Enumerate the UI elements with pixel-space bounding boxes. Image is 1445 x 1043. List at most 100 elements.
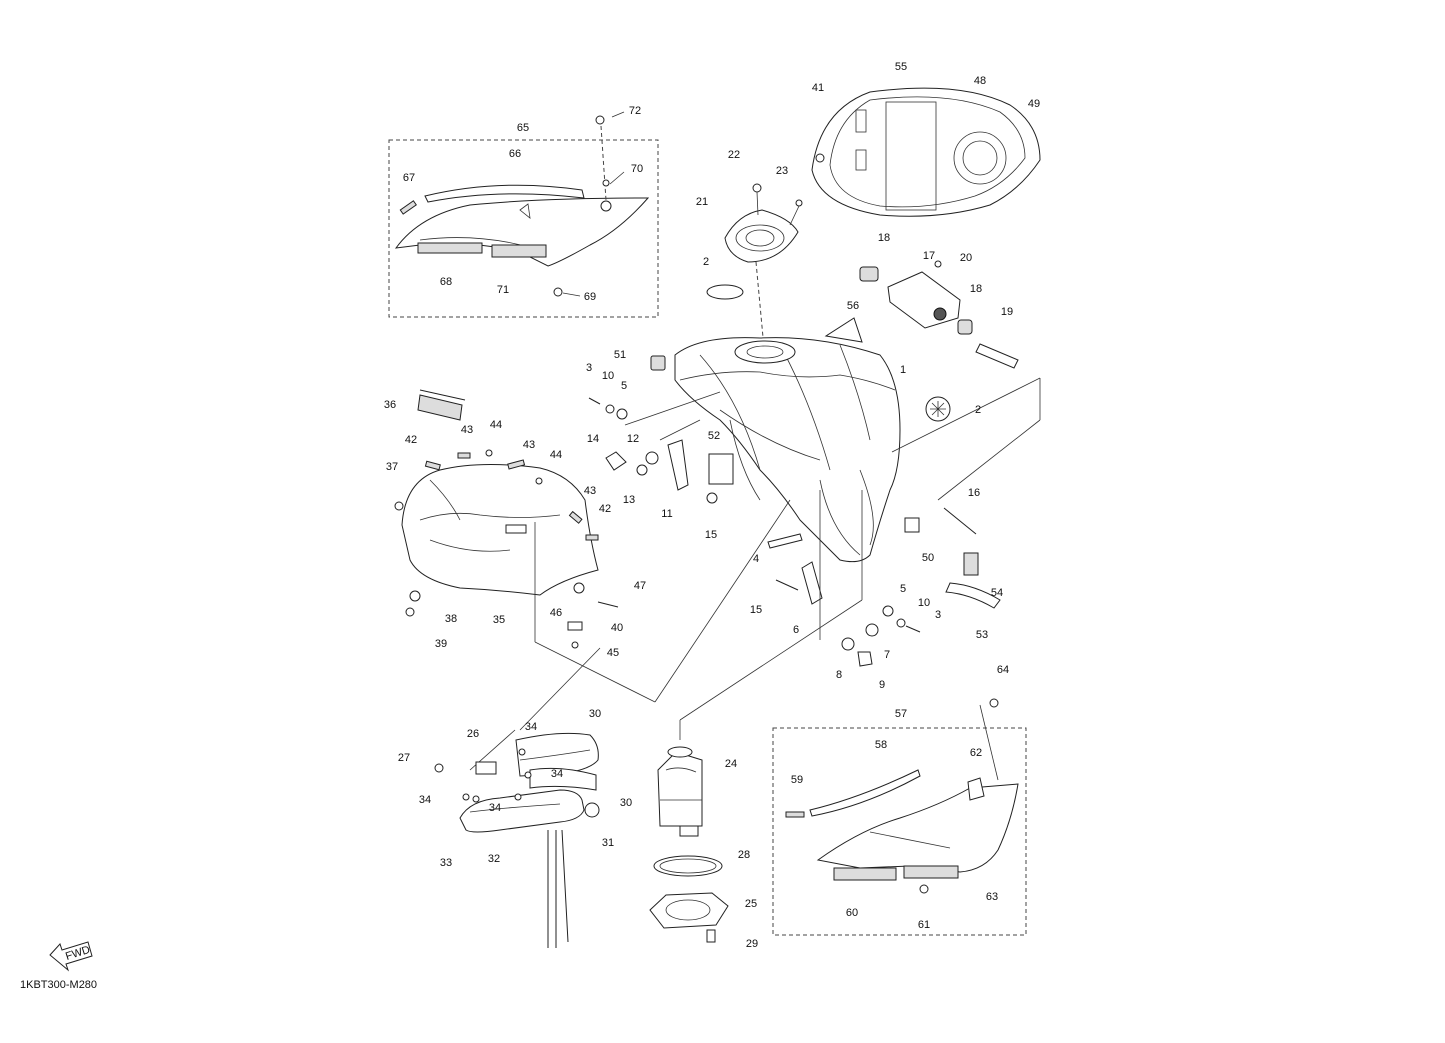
- callout-5: 5: [900, 583, 906, 595]
- callout-7: 7: [884, 649, 890, 661]
- callout-49: 49: [1028, 98, 1040, 110]
- mounting-hardware: [588, 355, 921, 667]
- callout-54: 54: [991, 587, 1003, 599]
- callout-9: 9: [879, 679, 885, 691]
- callout-11: 11: [661, 508, 672, 520]
- callout-39: 39: [435, 638, 447, 650]
- callout-15: 15: [750, 604, 762, 616]
- callout-57: 57: [895, 708, 907, 720]
- callout-32: 32: [488, 853, 500, 865]
- callout-26: 26: [467, 728, 479, 740]
- callout-62: 62: [970, 747, 982, 759]
- callout-30: 30: [589, 708, 601, 720]
- callout-43: 43: [523, 439, 535, 451]
- callout-35: 35: [493, 614, 505, 626]
- callout-13: 13: [623, 494, 635, 506]
- callout-61: 61: [918, 919, 930, 931]
- callout-34: 34: [489, 802, 501, 814]
- callout-20: 20: [960, 252, 972, 264]
- callout-63: 63: [986, 891, 998, 903]
- callout-5: 5: [621, 380, 627, 392]
- callout-64: 64: [997, 664, 1009, 676]
- callout-21: 21: [696, 196, 708, 208]
- callout-41: 41: [812, 82, 824, 94]
- pump-bracket-assembly: [706, 183, 803, 349]
- callout-10: 10: [602, 370, 614, 382]
- callout-44: 44: [550, 449, 562, 461]
- callout-72: 72: [629, 105, 641, 117]
- callout-36: 36: [384, 399, 396, 411]
- callout-65: 65: [517, 122, 529, 134]
- callout-labels: 1223345567891010111213141515161718181920…: [384, 61, 1040, 950]
- callout-45: 45: [607, 647, 619, 659]
- callout-60: 60: [846, 907, 858, 919]
- callout-12: 12: [627, 433, 639, 445]
- fuel-tank-1: [674, 317, 951, 563]
- callout-38: 38: [445, 613, 457, 625]
- callout-1: 1: [900, 364, 906, 376]
- callout-14: 14: [587, 433, 599, 445]
- callout-71: 71: [497, 284, 509, 296]
- callout-29: 29: [746, 938, 758, 950]
- callout-40: 40: [611, 622, 623, 634]
- callout-37: 37: [386, 461, 398, 473]
- callout-18: 18: [878, 232, 890, 244]
- callout-2: 2: [703, 256, 709, 268]
- callout-44: 44: [490, 419, 502, 431]
- callout-4: 4: [753, 553, 759, 565]
- callout-66: 66: [509, 148, 521, 160]
- callout-55: 55: [895, 61, 907, 73]
- callout-42: 42: [405, 434, 417, 446]
- callout-69: 69: [584, 291, 596, 303]
- callout-3: 3: [935, 609, 941, 621]
- callout-34: 34: [419, 794, 431, 806]
- callout-52: 52: [708, 430, 720, 442]
- callout-31: 31: [602, 837, 614, 849]
- callout-51: 51: [614, 349, 626, 361]
- callout-28: 28: [738, 849, 750, 861]
- fuel-pump-24: [649, 746, 729, 943]
- callout-10: 10: [918, 597, 930, 609]
- leader-lines: [469, 490, 999, 781]
- callout-56: 56: [847, 300, 859, 312]
- callout-2: 2: [975, 404, 981, 416]
- fuel-hoses: [434, 732, 600, 948]
- callout-23: 23: [776, 165, 788, 177]
- callout-42: 42: [599, 503, 611, 515]
- callout-6: 6: [793, 624, 799, 636]
- callout-24: 24: [725, 758, 737, 770]
- callout-46: 46: [550, 607, 562, 619]
- callout-27: 27: [398, 752, 410, 764]
- callout-15: 15: [705, 529, 717, 541]
- rear-cover-35: [394, 389, 619, 649]
- callout-8: 8: [836, 669, 842, 681]
- callout-48: 48: [974, 75, 986, 87]
- callout-34: 34: [551, 768, 563, 780]
- callout-58: 58: [875, 739, 887, 751]
- callout-34: 34: [525, 721, 537, 733]
- callout-43: 43: [584, 485, 596, 497]
- callout-70: 70: [631, 163, 643, 175]
- callout-59: 59: [791, 774, 803, 786]
- cover-assembly-57: [772, 698, 1027, 936]
- right-side-parts: [859, 260, 1041, 609]
- cover-assembly-65: [388, 111, 659, 318]
- callout-50: 50: [922, 552, 934, 564]
- callout-43: 43: [461, 424, 473, 436]
- callout-18: 18: [970, 283, 982, 295]
- callout-33: 33: [440, 857, 452, 869]
- callout-30: 30: [620, 797, 632, 809]
- callout-22: 22: [728, 149, 740, 161]
- callout-47: 47: [634, 580, 646, 592]
- fwd-arrow-icon: FWD: [49, 941, 93, 972]
- callout-3: 3: [586, 362, 592, 374]
- callout-53: 53: [976, 629, 988, 641]
- callout-68: 68: [440, 276, 452, 288]
- inner-panel-assembly: [811, 87, 1041, 217]
- callout-25: 25: [745, 898, 757, 910]
- callout-67: 67: [403, 172, 415, 184]
- callout-17: 17: [923, 250, 935, 262]
- callout-16: 16: [968, 487, 980, 499]
- diagram-code: 1KBT300-M280: [20, 979, 97, 991]
